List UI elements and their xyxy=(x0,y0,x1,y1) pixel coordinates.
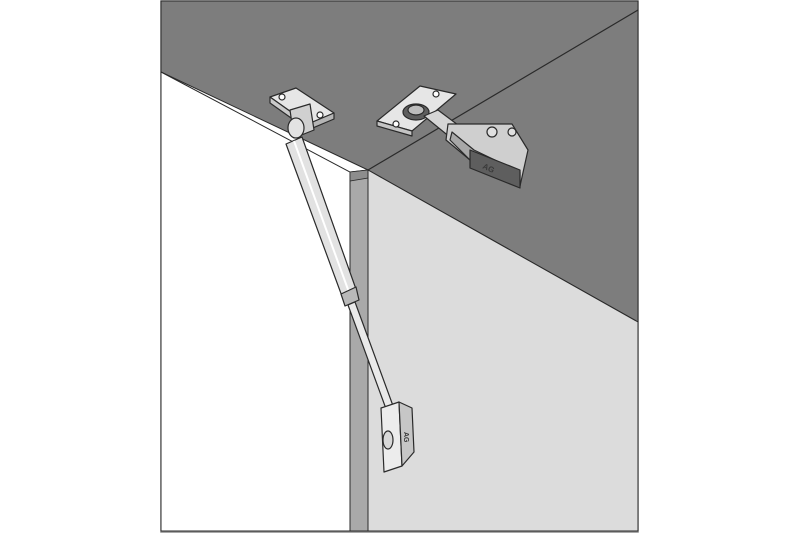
door-panel xyxy=(367,169,639,532)
gas-strut: AG xyxy=(269,87,415,473)
concealed-hinge: AG xyxy=(376,85,529,189)
cabinet-top-back-edge xyxy=(367,9,639,171)
hinge-adjustment-screw-icon xyxy=(486,126,498,138)
door-bracket-logo: AG xyxy=(402,432,409,443)
strut-collar xyxy=(340,286,360,307)
hinge-cup xyxy=(469,149,521,189)
